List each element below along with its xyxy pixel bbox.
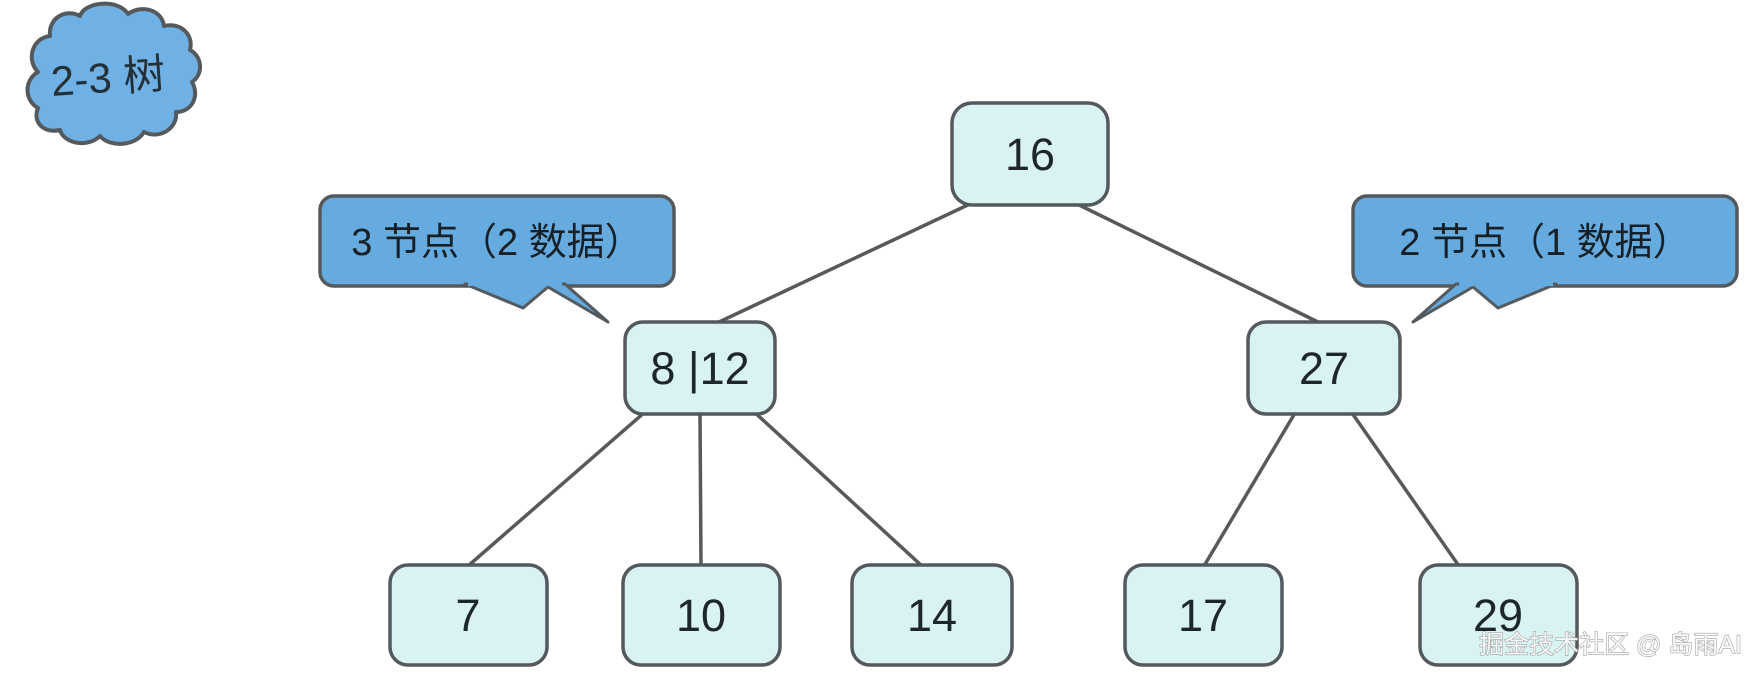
callout-2-node-tail [1411, 282, 1558, 324]
tree-node-27: 27 [1246, 320, 1402, 416]
tree-node-8-12: 8 |12 [623, 320, 777, 416]
tree-node-29: 29 [1418, 563, 1579, 667]
watermark-text: 掘金技术社区 @ 岛雨AI [1479, 631, 1742, 659]
tree-node-27-label: 27 [1299, 343, 1349, 394]
callout-3-node-label: 3 节点（2 数据） [351, 222, 642, 264]
tree-node-10: 10 [621, 563, 782, 667]
tree-node-14-label: 14 [907, 590, 957, 641]
tree-node-8-12-box [623, 320, 777, 416]
edge-8-12-to-10 [698, 412, 703, 567]
tree-node-7: 7 [388, 563, 549, 667]
callout-3-node-seam [468, 277, 562, 286]
tree-node-16-label: 16 [1005, 129, 1055, 180]
tree-node-29-box [1418, 563, 1579, 667]
tree-node-14: 14 [850, 563, 1014, 667]
tree-node-10-label: 10 [676, 590, 726, 641]
tree-node-17-box [1123, 563, 1284, 667]
tree-node-17: 17 [1123, 563, 1284, 667]
tree-edges [466, 201, 1461, 568]
edge-8-12-to-7 [466, 410, 647, 568]
tree-node-16: 16 [950, 101, 1110, 207]
edge-16-to-8-12 [717, 201, 974, 324]
tree-node-10-box [621, 563, 782, 667]
tree-node-8-12-label: 8 |12 [650, 343, 749, 394]
tree-node-7-label: 7 [455, 590, 480, 641]
tree-node-16-box [950, 101, 1110, 207]
edge-16-to-27 [1073, 201, 1320, 324]
callout-3-node-tail [463, 282, 610, 324]
callout-2-node: 2 节点（1 数据） [1351, 194, 1739, 324]
tree-node-29-label: 29 [1473, 590, 1523, 641]
callout-3-node: 3 节点（2 数据） [318, 194, 676, 324]
tree-node-27-box [1246, 320, 1402, 416]
cloud-title-label: 2-3 树 [49, 50, 166, 105]
tree-node-7-box [388, 563, 549, 667]
callout-2-node-seam [1459, 277, 1553, 286]
title-cloud: 2-3 树 [25, 1, 202, 146]
tree-node-17-label: 17 [1178, 590, 1228, 641]
cloud-icon [25, 1, 202, 146]
edge-27-to-29 [1350, 411, 1461, 568]
edge-8-12-to-14 [750, 408, 924, 568]
tree-node-14-box [850, 563, 1014, 667]
edge-27-to-17 [1202, 411, 1297, 568]
callout-2-node-label: 2 节点（1 数据） [1399, 222, 1690, 264]
tree-nodes: 16 8 |12 27 7 10 14 [388, 101, 1579, 667]
